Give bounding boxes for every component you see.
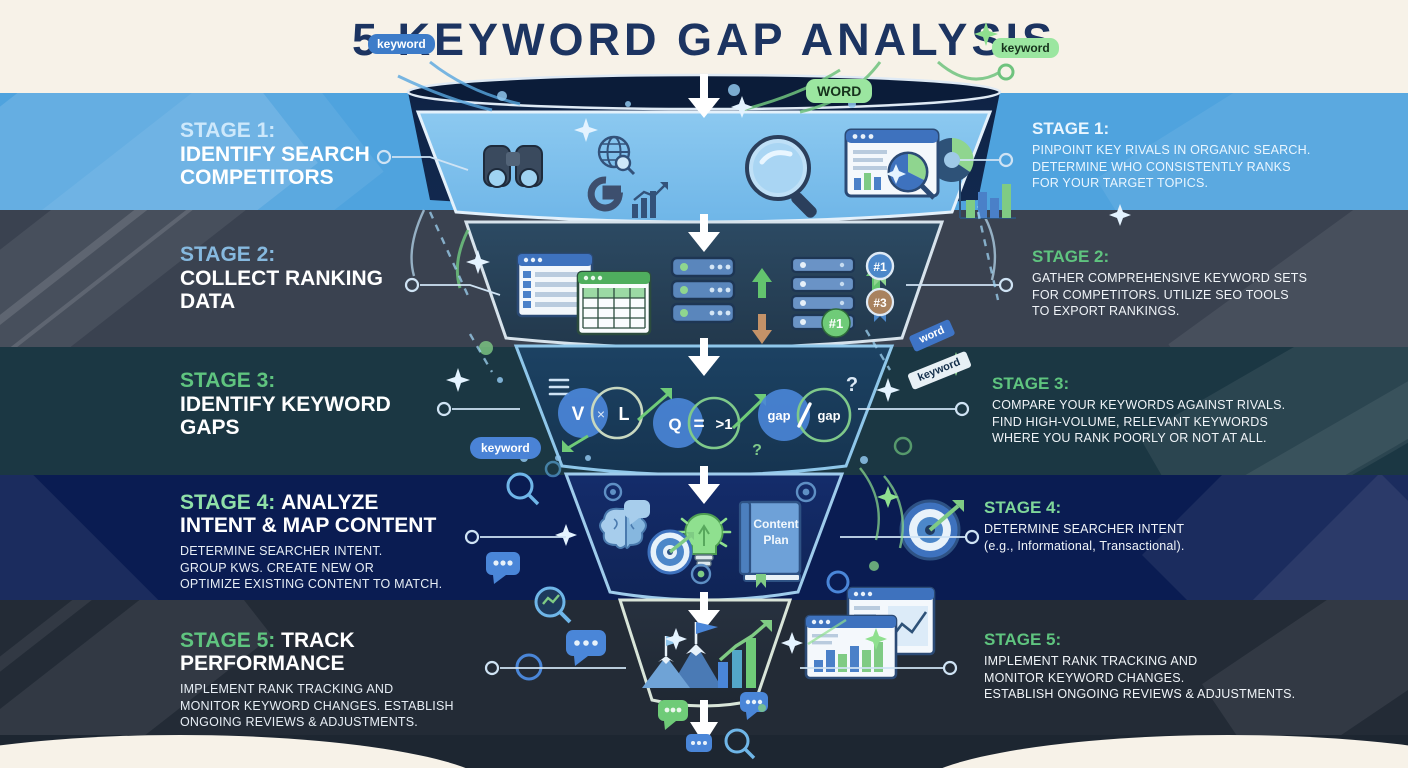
stage-3-left-label: STAGE 3: — [180, 369, 276, 392]
stage-3-right-desc: COMPARE YOUR KEYWORDS AGAINST RIVALS. FI… — [992, 398, 1286, 446]
stage-1-right-text: STAGE 1: PINPOINT KEY RIVALS IN ORGANIC … — [1032, 119, 1362, 192]
stage-3-right-text: STAGE 3: COMPARE YOUR KEYWORDS AGAINST R… — [992, 374, 1332, 447]
stage-2-right-desc: GATHER COMPREHENSIVE KEYWORD SETS FOR CO… — [1032, 271, 1308, 319]
venn-eq-label: = — [693, 414, 704, 435]
stage-4-right-label: STAGE 4: — [984, 498, 1062, 517]
stage-4-right-desc: DETERMINE SEARCHER INTENT (e.g., Informa… — [984, 522, 1185, 553]
page-title: 5 KEYWORD GAP ANALYSIS — [352, 14, 1056, 65]
connector-left-group — [392, 156, 626, 669]
stage-4-left-text: STAGE 4: ANALYZE INTENT & MAP CONTENT DE… — [180, 491, 460, 593]
stage1-icons — [483, 128, 1016, 219]
stage-5-right-desc: IMPLEMENT RANK TRACKING AND MONITOR KEYW… — [984, 654, 1296, 702]
stage-4-left-desc: DETERMINE SEARCHER INTENT. GROUP KWS. CR… — [180, 544, 443, 592]
venn-gt1-label: >1 — [715, 416, 732, 433]
sparkle-decorations — [446, 96, 1131, 654]
venn-gap-right-label: gap — [817, 408, 840, 423]
rank-badge-1-label: #1 — [873, 260, 887, 274]
stage4-icons: Content Plan — [486, 472, 964, 624]
stage-5-left-title: TRACK PERFORMANCE — [180, 629, 355, 675]
stage-3-left-title: IDENTIFY KEYWORD GAPS — [180, 393, 391, 439]
stage-1-left-title: IDENTIFY SEARCH COMPETITORS — [180, 143, 370, 189]
stage-5-left-text: STAGE 5: TRACK PERFORMANCE IMPLEMENT RAN… — [180, 629, 500, 731]
stage-5-right-text: STAGE 5: IMPLEMENT RANK TRACKING AND MON… — [984, 630, 1344, 703]
stage-1-left-text: STAGE 1: IDENTIFY SEARCH COMPETITORS — [180, 119, 390, 189]
content-plan-line1: Content — [753, 517, 798, 531]
rank-badge-3-label: #3 — [873, 296, 887, 310]
stage-4-left-label: STAGE 4: — [180, 491, 276, 514]
venn-v-label: V — [572, 404, 585, 425]
stage2-icons: #1 #1 #3 — [516, 251, 895, 344]
keyword-bubble-mid: keyword — [470, 437, 541, 459]
keyword-bubble-top-left: keyword — [368, 34, 435, 54]
stage-4-left-title: ANALYZE INTENT & MAP CONTENT — [180, 491, 437, 537]
stage-1-right-label: STAGE 1: — [1032, 119, 1110, 138]
stage-4-right-text: STAGE 4: DETERMINE SEARCHER INTENT (e.g.… — [984, 498, 1324, 554]
content-plan-line2: Plan — [763, 533, 788, 547]
stage-2-left-label: STAGE 2: — [180, 243, 276, 266]
venn-q-label: Q — [668, 415, 681, 434]
stage-5-left-desc: IMPLEMENT RANK TRACKING AND MONITOR KEYW… — [180, 682, 454, 730]
venn-l-label: L — [619, 404, 630, 424]
stage3-icons: V × L Q = >1 gap gap ? ? — [548, 374, 858, 459]
stage-3-left-text: STAGE 3: IDENTIFY KEYWORD GAPS — [180, 369, 440, 439]
stage-2-left-text: STAGE 2: COLLECT RANKING DATA — [180, 243, 400, 313]
stage-2-left-title: COLLECT RANKING DATA — [180, 267, 383, 313]
venn-gap-left-label: gap — [767, 408, 790, 423]
stage-5-left-label: STAGE 5: — [180, 629, 276, 652]
keyword-bubble-top-right: keyword — [992, 38, 1059, 58]
stage-2-right-label: STAGE 2: — [1032, 247, 1110, 266]
stage-1-right-desc: PINPOINT KEY RIVALS IN ORGANIC SEARCH. D… — [1032, 143, 1311, 191]
venn-x-label: × — [597, 406, 605, 422]
stage-2-right-text: STAGE 2: GATHER COMPREHENSIVE KEYWORD SE… — [1032, 247, 1362, 320]
question-mark-2: ? — [752, 442, 762, 459]
stage-5-right-label: STAGE 5: — [984, 630, 1062, 649]
rank-badge-green-label: #1 — [829, 316, 843, 331]
stage-1-left-label: STAGE 1: — [180, 119, 276, 142]
stage-3-right-label: STAGE 3: — [992, 374, 1070, 393]
word-badge: WORD — [806, 79, 873, 103]
question-mark-1: ? — [846, 374, 858, 396]
